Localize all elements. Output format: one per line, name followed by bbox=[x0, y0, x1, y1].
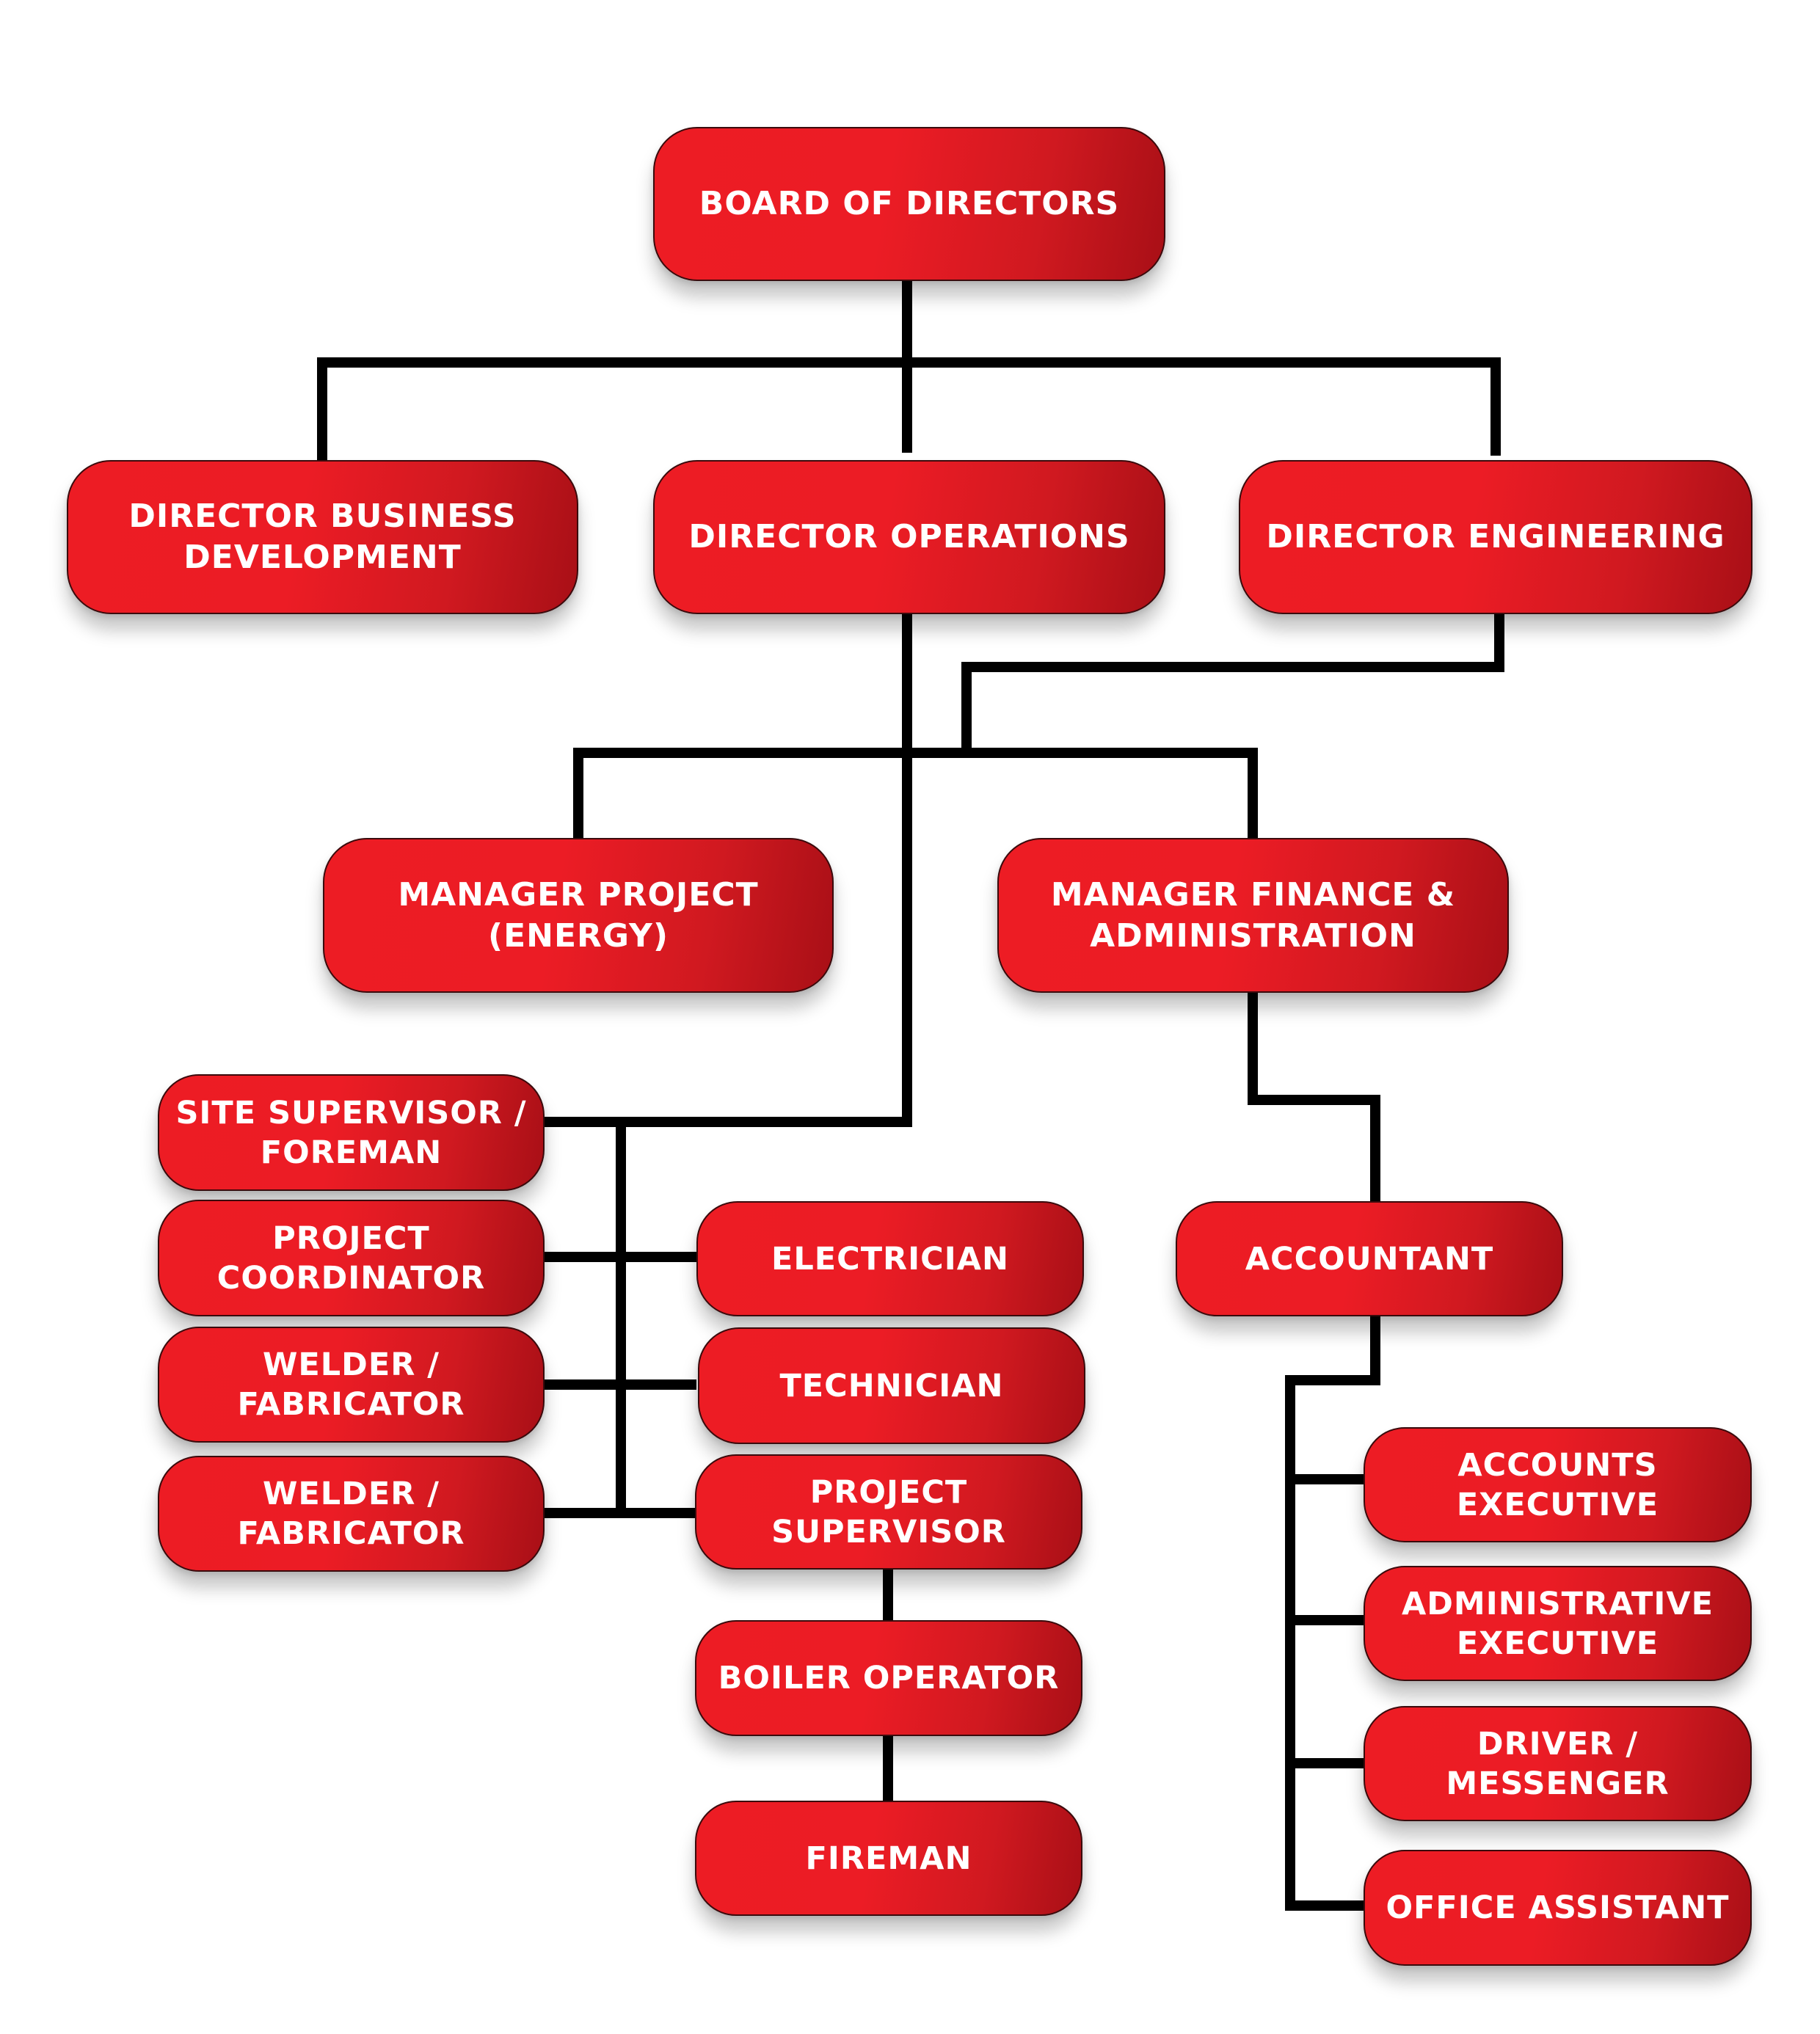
node-office-assistant[interactable]: OFFICE ASSISTANT bbox=[1364, 1850, 1752, 1966]
connector-to-office-assistant bbox=[1285, 1900, 1364, 1911]
connector-to-mgr-finance bbox=[1248, 748, 1258, 839]
connector-eng-jog bbox=[961, 662, 1504, 672]
node-board-of-directors[interactable]: BOARD OF DIRECTORS bbox=[653, 127, 1165, 281]
connector-finance-down bbox=[1248, 993, 1258, 1105]
node-project-supervisor[interactable]: PROJECT SUPERVISOR bbox=[695, 1454, 1082, 1570]
node-administrative-executive[interactable]: ADMINISTRATIVE EXECUTIVE bbox=[1364, 1566, 1752, 1681]
node-site-supervisor-foreman[interactable]: SITE SUPERVISOR / FOREMAN bbox=[158, 1074, 545, 1191]
connector-operations-trunk bbox=[902, 613, 912, 1127]
connector-to-dir-operations bbox=[902, 357, 912, 453]
connector-welder-technician bbox=[545, 1379, 696, 1390]
connector-welder-project-supervisor bbox=[545, 1508, 696, 1518]
node-boiler-operator[interactable]: BOILER OPERATOR bbox=[695, 1620, 1082, 1736]
connector-to-dir-business bbox=[317, 357, 327, 462]
connector-eng-down bbox=[1494, 613, 1504, 672]
connector-team-bus bbox=[1285, 1375, 1295, 1911]
connector-accountant-jog bbox=[1285, 1375, 1380, 1385]
node-welder-fabricator-2[interactable]: WELDER / FABRICATOR bbox=[158, 1456, 545, 1572]
node-electrician[interactable]: ELECTRICIAN bbox=[696, 1201, 1084, 1316]
node-accountant[interactable]: ACCOUNTANT bbox=[1176, 1201, 1563, 1316]
connector-supervisor-boiler bbox=[883, 1570, 893, 1621]
connector-coordinator-electrician bbox=[545, 1252, 696, 1262]
connector-manager-bus bbox=[573, 748, 1258, 758]
node-fireman[interactable]: FIREMAN bbox=[695, 1801, 1082, 1916]
connector-accountant-down bbox=[1370, 1316, 1380, 1385]
node-accounts-executive[interactable]: ACCOUNTS EXECUTIVE bbox=[1364, 1427, 1752, 1542]
connector-to-driver bbox=[1285, 1758, 1364, 1768]
node-driver-messenger[interactable]: DRIVER / MESSENGER bbox=[1364, 1706, 1752, 1821]
connector-staff-bus bbox=[616, 1117, 626, 1518]
node-director-business-development[interactable]: DIRECTOR BUSINESS DEVELOPMENT bbox=[67, 460, 578, 614]
connector-eng-to-bus bbox=[961, 662, 972, 758]
connector-ops-to-staff bbox=[545, 1117, 912, 1127]
connector-to-accounts-exec bbox=[1285, 1474, 1364, 1484]
connector-to-accountant bbox=[1370, 1095, 1380, 1202]
node-project-coordinator[interactable]: PROJECT COORDINATOR bbox=[158, 1200, 545, 1316]
node-technician[interactable]: TECHNICIAN bbox=[698, 1327, 1085, 1444]
connector-finance-jog bbox=[1248, 1095, 1380, 1105]
connector-to-mgr-project bbox=[573, 748, 583, 839]
node-director-operations[interactable]: DIRECTOR OPERATIONS bbox=[653, 460, 1165, 614]
node-welder-fabricator-1[interactable]: WELDER / FABRICATOR bbox=[158, 1327, 545, 1443]
connector-board-down bbox=[902, 280, 912, 368]
connector-to-admin-exec bbox=[1285, 1615, 1364, 1625]
node-manager-finance-administration[interactable]: MANAGER FINANCE & ADMINISTRATION bbox=[997, 838, 1509, 993]
node-manager-project-energy[interactable]: MANAGER PROJECT (ENERGY) bbox=[323, 838, 834, 993]
connector-boiler-fireman bbox=[883, 1736, 893, 1801]
connector-to-dir-engineering bbox=[1490, 357, 1501, 456]
node-director-engineering[interactable]: DIRECTOR ENGINEERING bbox=[1239, 460, 1752, 614]
